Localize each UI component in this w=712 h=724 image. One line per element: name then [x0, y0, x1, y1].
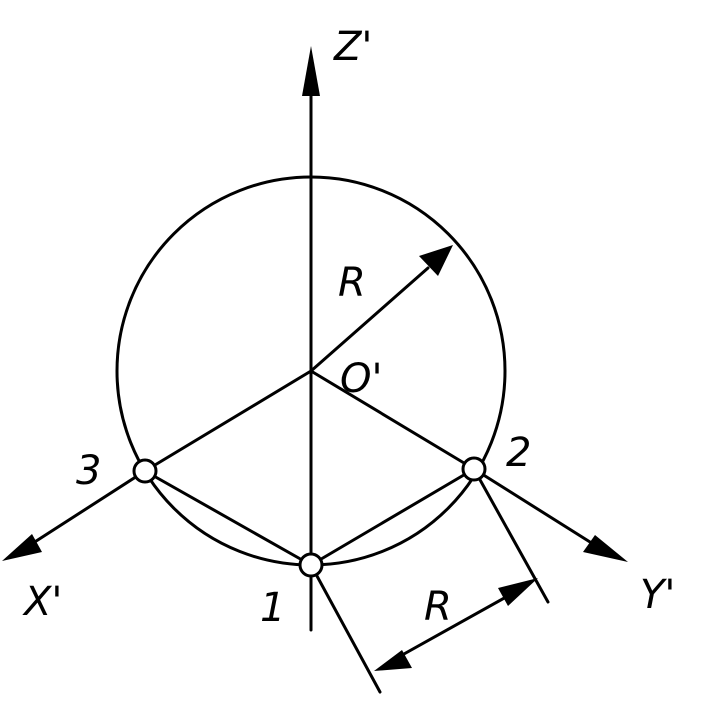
point-1-marker — [298, 552, 324, 578]
y-axis-label: Y' — [640, 572, 675, 618]
extension-line-2 — [472, 467, 550, 604]
dimension-arrowhead-left — [374, 650, 412, 671]
dimension-line — [393, 590, 517, 661]
point-3-marker — [132, 458, 158, 484]
chord-1-to-2 — [309, 467, 476, 567]
dimension-arrowhead-right — [498, 578, 538, 606]
radius-arrowhead — [419, 245, 453, 276]
x-axis-extension — [28, 469, 147, 547]
y-axis-extension — [472, 467, 592, 544]
x-axis-line — [143, 369, 313, 473]
z-axis-label: Z' — [333, 24, 372, 70]
point-2-label: 2 — [506, 430, 531, 476]
point-1-label: 1 — [260, 585, 285, 631]
y-axis-arrowhead — [583, 535, 628, 562]
x-axis-arrowhead — [2, 534, 42, 561]
origin-label: O' — [340, 356, 382, 402]
point-3-label: 3 — [76, 448, 101, 494]
point-2-marker — [461, 456, 487, 482]
chord-3-to-1 — [143, 469, 313, 567]
extension-line-1 — [309, 563, 382, 694]
radius-line — [309, 266, 430, 373]
dimension-label: R — [424, 584, 452, 630]
y-axis-line — [309, 369, 476, 471]
z-axis-arrowhead — [302, 46, 320, 96]
x-axis-label: X' — [22, 579, 62, 625]
radius-label: R — [338, 260, 366, 306]
